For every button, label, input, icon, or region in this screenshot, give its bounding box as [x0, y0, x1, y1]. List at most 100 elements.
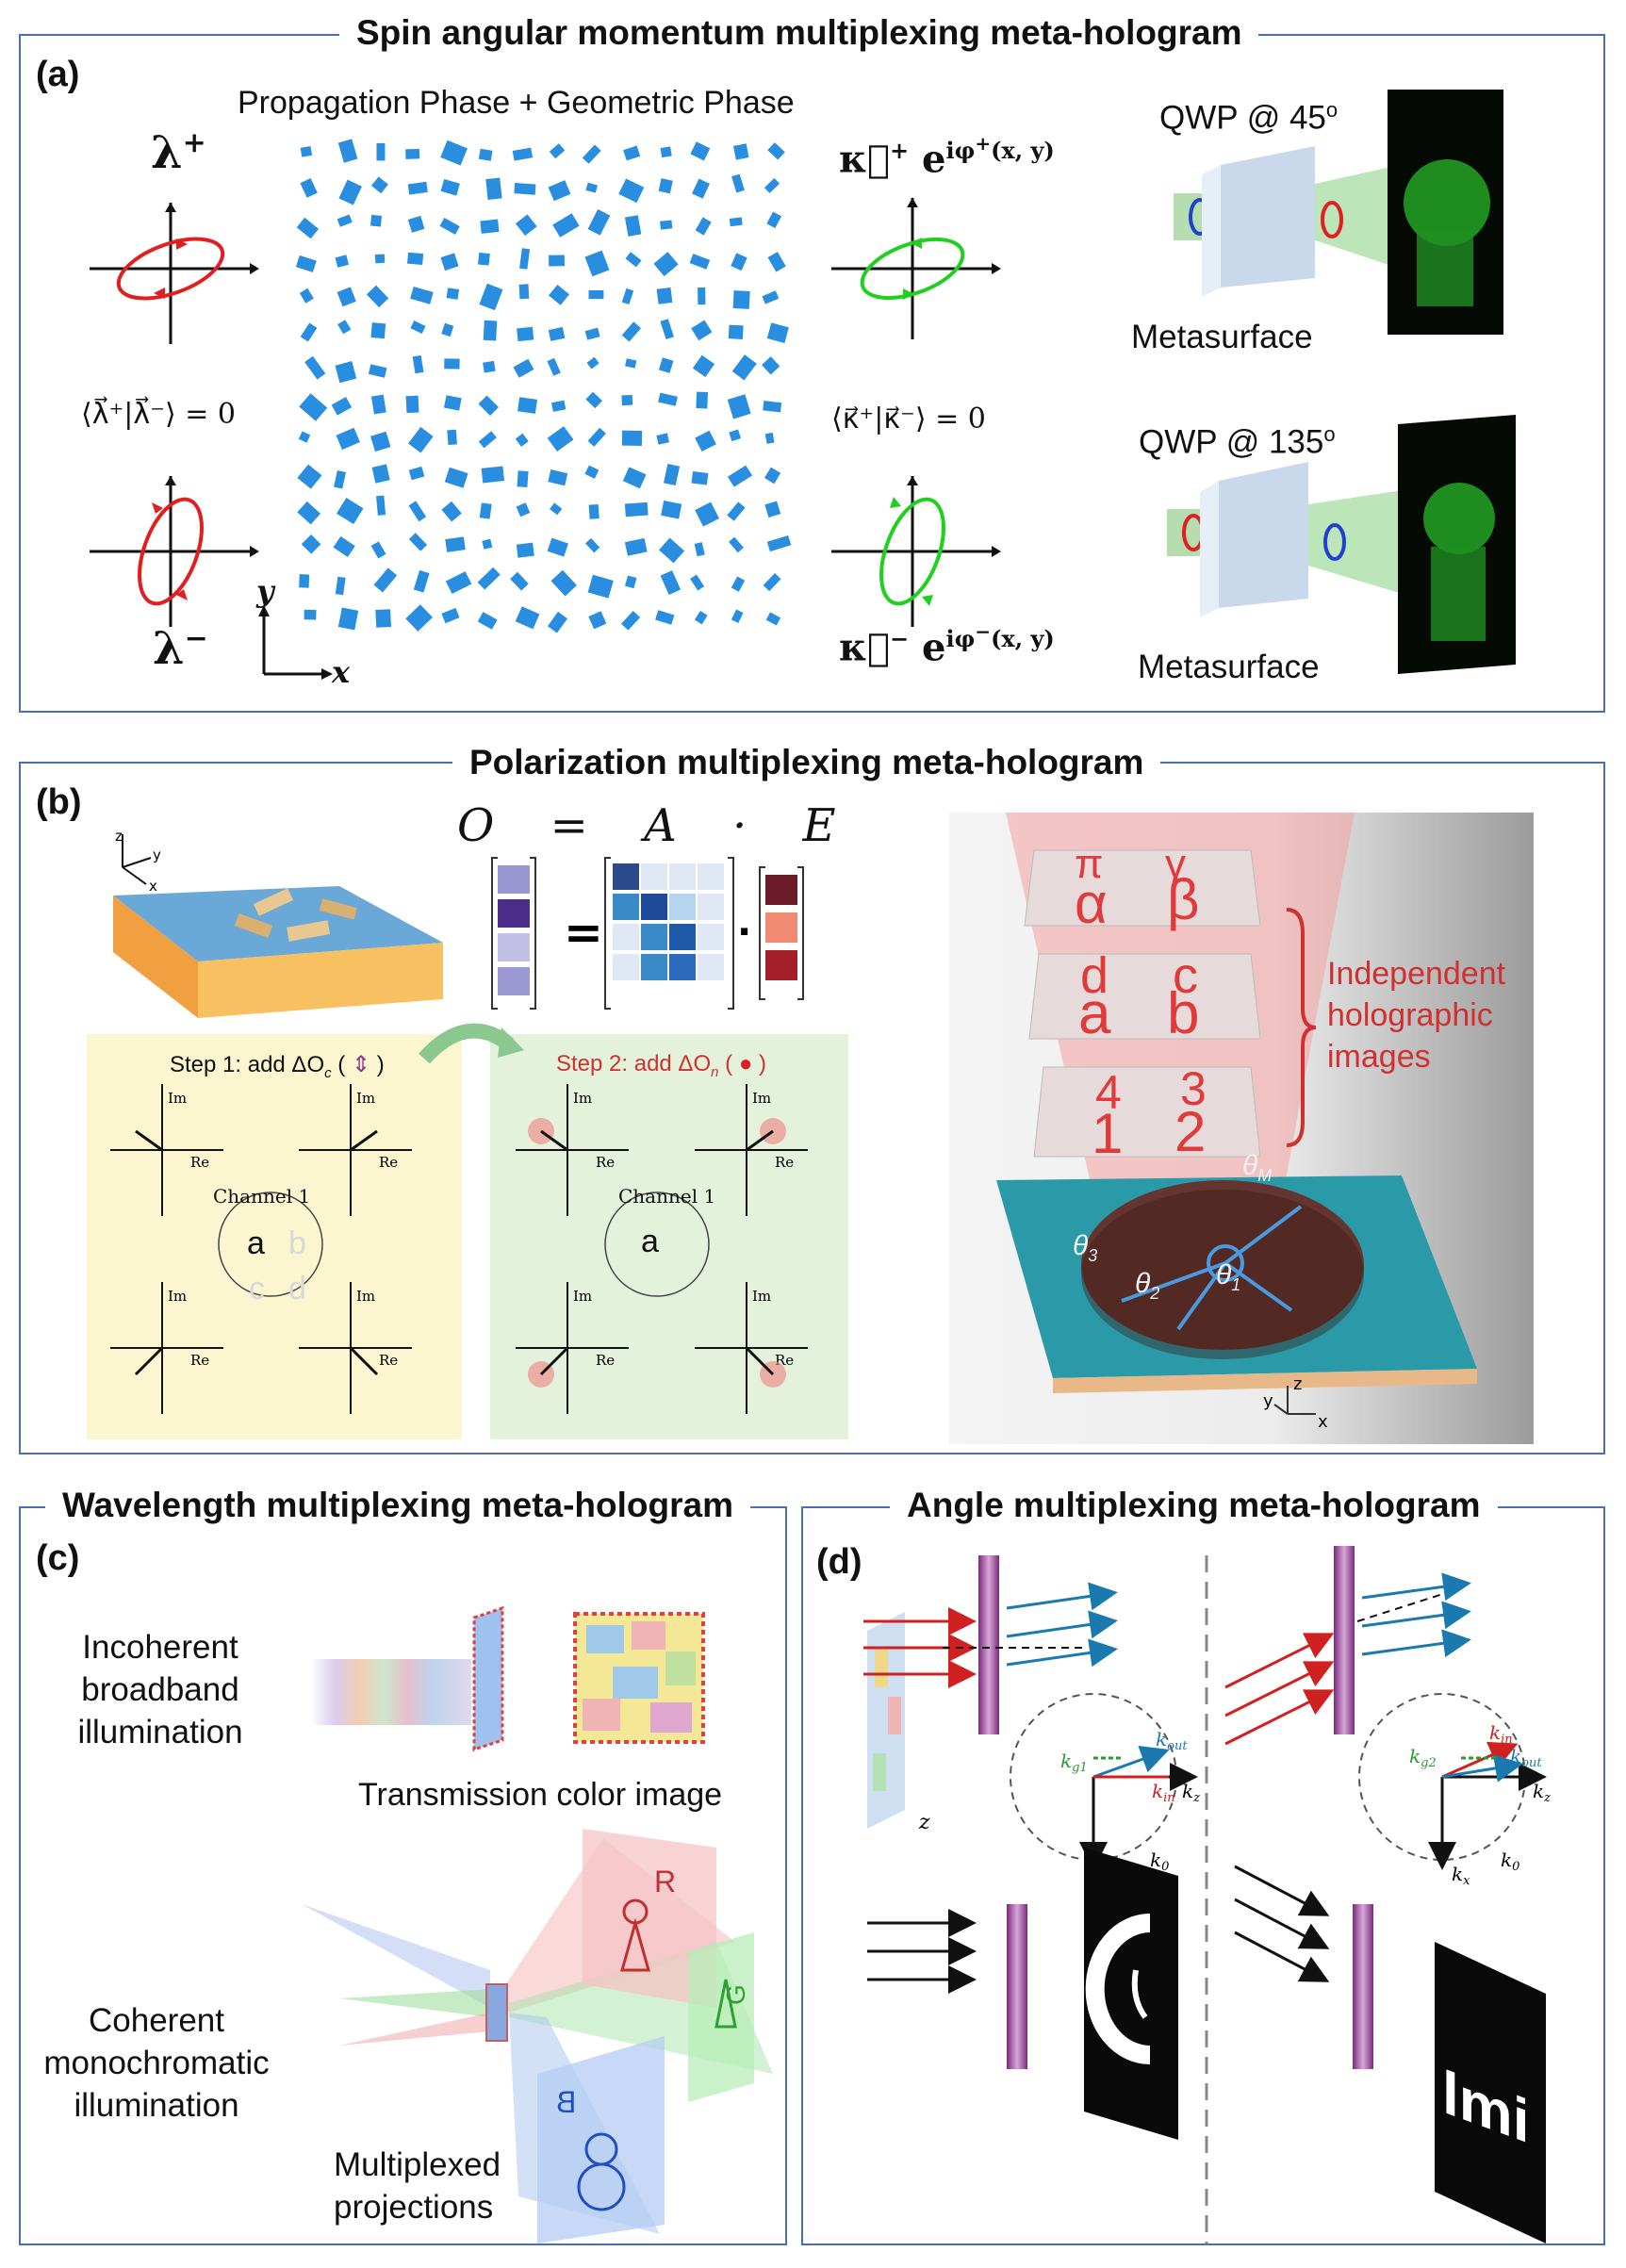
meta-atom: [547, 611, 568, 633]
letter-d-step1: d: [288, 1271, 306, 1307]
meta-atom: [731, 354, 757, 381]
side-text-1: Independent: [1327, 956, 1506, 992]
step1-label: Step 1: add ΔOc ( ⇕ ): [170, 1052, 385, 1081]
meta-atom: [440, 140, 468, 166]
im-label: Im: [573, 1288, 592, 1305]
theta-m: θM: [1242, 1150, 1273, 1185]
meta-atom: [551, 400, 567, 412]
channel1-label: Channel 1: [213, 1185, 311, 1208]
meta-atom: [370, 214, 382, 227]
vector-arrow: [135, 1129, 163, 1152]
meta-atom: [625, 252, 642, 268]
meta-atom: [764, 501, 781, 518]
side-text-2: holographic: [1327, 997, 1493, 1033]
meta-atom: [549, 255, 566, 267]
meta-atom: [766, 534, 792, 552]
meta-atom: [588, 611, 607, 630]
meta-atom: [441, 322, 454, 337]
svg-text:z: z: [918, 1811, 930, 1834]
svg-text:x: x: [149, 878, 157, 895]
meta-atom: [695, 430, 716, 452]
panel-a-title: Spin angular momentum multiplexing meta-…: [339, 13, 1259, 53]
meta-atom: [587, 574, 614, 599]
meta-atom: [624, 575, 637, 589]
meta-atom: [300, 322, 318, 342]
svg-text:y: y: [153, 846, 161, 863]
meta-atom: [368, 364, 387, 378]
svg-text:k0: k0: [1501, 1849, 1519, 1874]
meta-atom: [407, 181, 428, 195]
transmission-label: Transmission color image: [358, 1777, 723, 1813]
meta-atom: [625, 358, 637, 369]
meta-atom: [516, 502, 531, 518]
coherent-line-2: monochromatic: [43, 2045, 270, 2081]
coherent-line-1: Coherent: [89, 2002, 224, 2039]
layer2-c: c: [1173, 947, 1198, 1004]
im-label: Im: [168, 1090, 187, 1107]
meta-atom: [655, 610, 675, 625]
meta-atom: [729, 536, 744, 553]
meta-atom: [731, 173, 745, 193]
meta-atom: [731, 576, 746, 592]
meta-atom: [335, 576, 346, 596]
meta-atom: [728, 324, 744, 339]
qwp-135-illustration: [1167, 415, 1516, 674]
meta-atom: [439, 218, 460, 235]
meta-atom: [480, 219, 500, 234]
meta-atom: [337, 214, 353, 227]
meta-atom: [661, 501, 682, 519]
im-label: Im: [752, 1288, 771, 1305]
multiplexed-line-1: Multiplexed: [334, 2146, 501, 2183]
layer1-beta: β: [1167, 868, 1200, 931]
meta-atom: [334, 470, 346, 489]
incoherent-line-2: broadband: [81, 1671, 239, 1708]
meta-atom: [548, 469, 568, 486]
meta-atom: [552, 213, 580, 238]
vector-arrow: [746, 1129, 774, 1152]
meta-atom: [692, 178, 710, 199]
meta-atom: [300, 177, 318, 198]
meta-atom: [445, 536, 466, 552]
meta-atom: [370, 431, 391, 452]
meta-atom: [337, 320, 352, 335]
meta-atom: [510, 571, 529, 591]
meta-atom: [299, 393, 328, 421]
coherent-line-3: illumination: [74, 2087, 239, 2124]
meta-atom: [729, 429, 742, 442]
meta-atom: [618, 178, 645, 204]
meta-atom: [375, 609, 392, 628]
broadband-beam: [311, 1659, 471, 1725]
meta-atom: [479, 283, 503, 311]
kappa-minus-label: κ⃗− eiφ−(x, y): [839, 620, 1055, 670]
meta-atom: [485, 177, 502, 200]
theta-2: θ2: [1135, 1268, 1160, 1303]
meta-atom: [621, 288, 634, 305]
incoherent-line-1: Incoherent: [82, 1629, 238, 1666]
xyz-axis-small: z y x: [1263, 1374, 1328, 1432]
theta-arrows: [1121, 1205, 1303, 1331]
letter-c-step1: c: [249, 1271, 265, 1307]
meta-atom: [299, 288, 314, 304]
lambda-minus-label: λ−: [153, 622, 208, 675]
meta-atom: [483, 320, 498, 341]
svg-text:kin: kin: [1489, 1721, 1513, 1747]
metasurface-label-1: Metasurface: [1131, 319, 1313, 355]
meta-atom: [692, 354, 715, 378]
matrix-visual: = ·: [491, 857, 804, 1010]
bracket-brace: [1286, 908, 1317, 1147]
meta-atom: [764, 467, 781, 485]
svg-text:=: =: [564, 905, 603, 960]
step-arrow: [419, 1023, 524, 1064]
metasurface-label-2: Metasurface: [1138, 649, 1320, 685]
theta-1: θ1: [1216, 1259, 1241, 1294]
meta-atom: [300, 146, 313, 157]
meta-atom: [405, 395, 419, 414]
meta-atom: [410, 286, 434, 304]
meta-atom: [764, 432, 775, 444]
proj-letter-b: B: [556, 2085, 577, 2119]
meta-atom: [586, 356, 599, 370]
polarization-ellipse-right-top: [831, 198, 1001, 339]
panel-a-label: (a): [36, 55, 80, 94]
kappa-ortho-label: ⟨κ⃗⁺|κ⃗⁻⟩ = 0: [831, 403, 986, 436]
panel-c-title: Wavelength multiplexing meta-hologram: [45, 1486, 750, 1525]
